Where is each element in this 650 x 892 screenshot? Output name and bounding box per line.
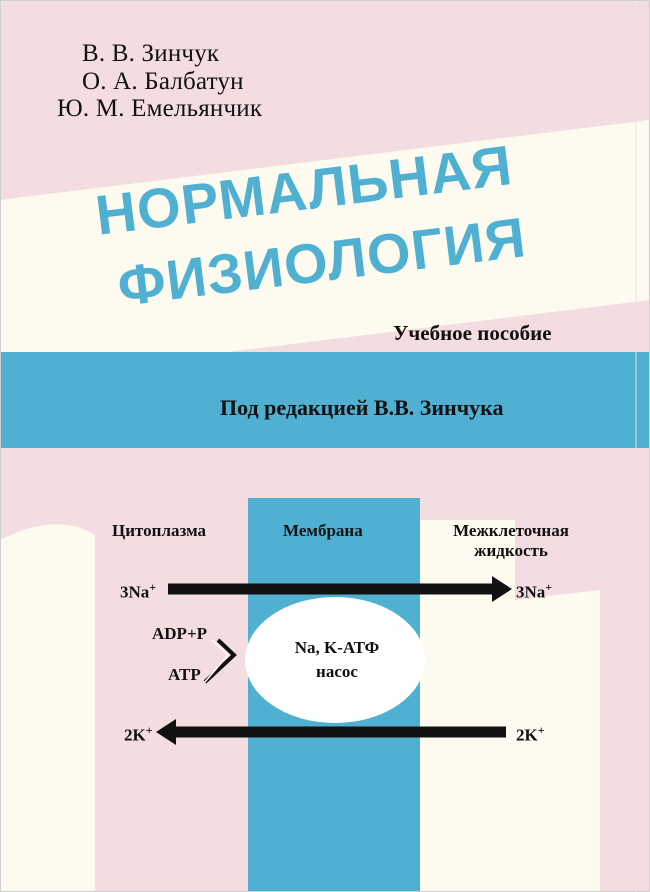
subtitle: Учебное пособие — [393, 321, 552, 345]
na-left-text: 3Na — [120, 582, 150, 602]
pump-label: Na, K-АТФ насос — [262, 636, 412, 684]
membrane-label: Мембрана — [283, 521, 363, 540]
atp-label: ATP — [168, 665, 201, 684]
cytoplasm-label: Цитоплазма — [112, 521, 207, 540]
na-left-label: 3Na+ — [120, 576, 156, 604]
k-left-charge: + — [145, 723, 153, 737]
pump-label-line-1: Na, K-АТФ — [294, 638, 380, 657]
na-right-text: 3Na — [516, 582, 546, 602]
extracellular-label-line-1: Межклеточная — [453, 521, 569, 540]
na-right-label: 3Na+ — [516, 576, 552, 604]
author-2: О. А. Балбатун — [82, 68, 244, 95]
k-right-label: 2K+ — [516, 719, 545, 747]
pink-strip-right — [600, 590, 650, 892]
adp-label: ADP+P — [152, 624, 208, 643]
editor-line: Под редакцией В.В. Зинчука — [220, 395, 504, 420]
pump-label-line-2: насос — [316, 662, 358, 681]
k-left-label: 2K+ — [124, 719, 153, 747]
k-right-text: 2K — [516, 725, 538, 745]
na-right-charge: + — [545, 580, 553, 594]
na-left-charge: + — [149, 580, 157, 594]
author-3: Ю. М. Емельянчик — [57, 95, 263, 122]
author-1: В. В. Зинчук — [82, 40, 220, 67]
extracellular-label-line-2: жидкость — [474, 541, 548, 560]
k-left-text: 2K — [124, 725, 146, 745]
cream-curve-left — [0, 524, 95, 892]
k-right-charge: + — [537, 723, 545, 737]
